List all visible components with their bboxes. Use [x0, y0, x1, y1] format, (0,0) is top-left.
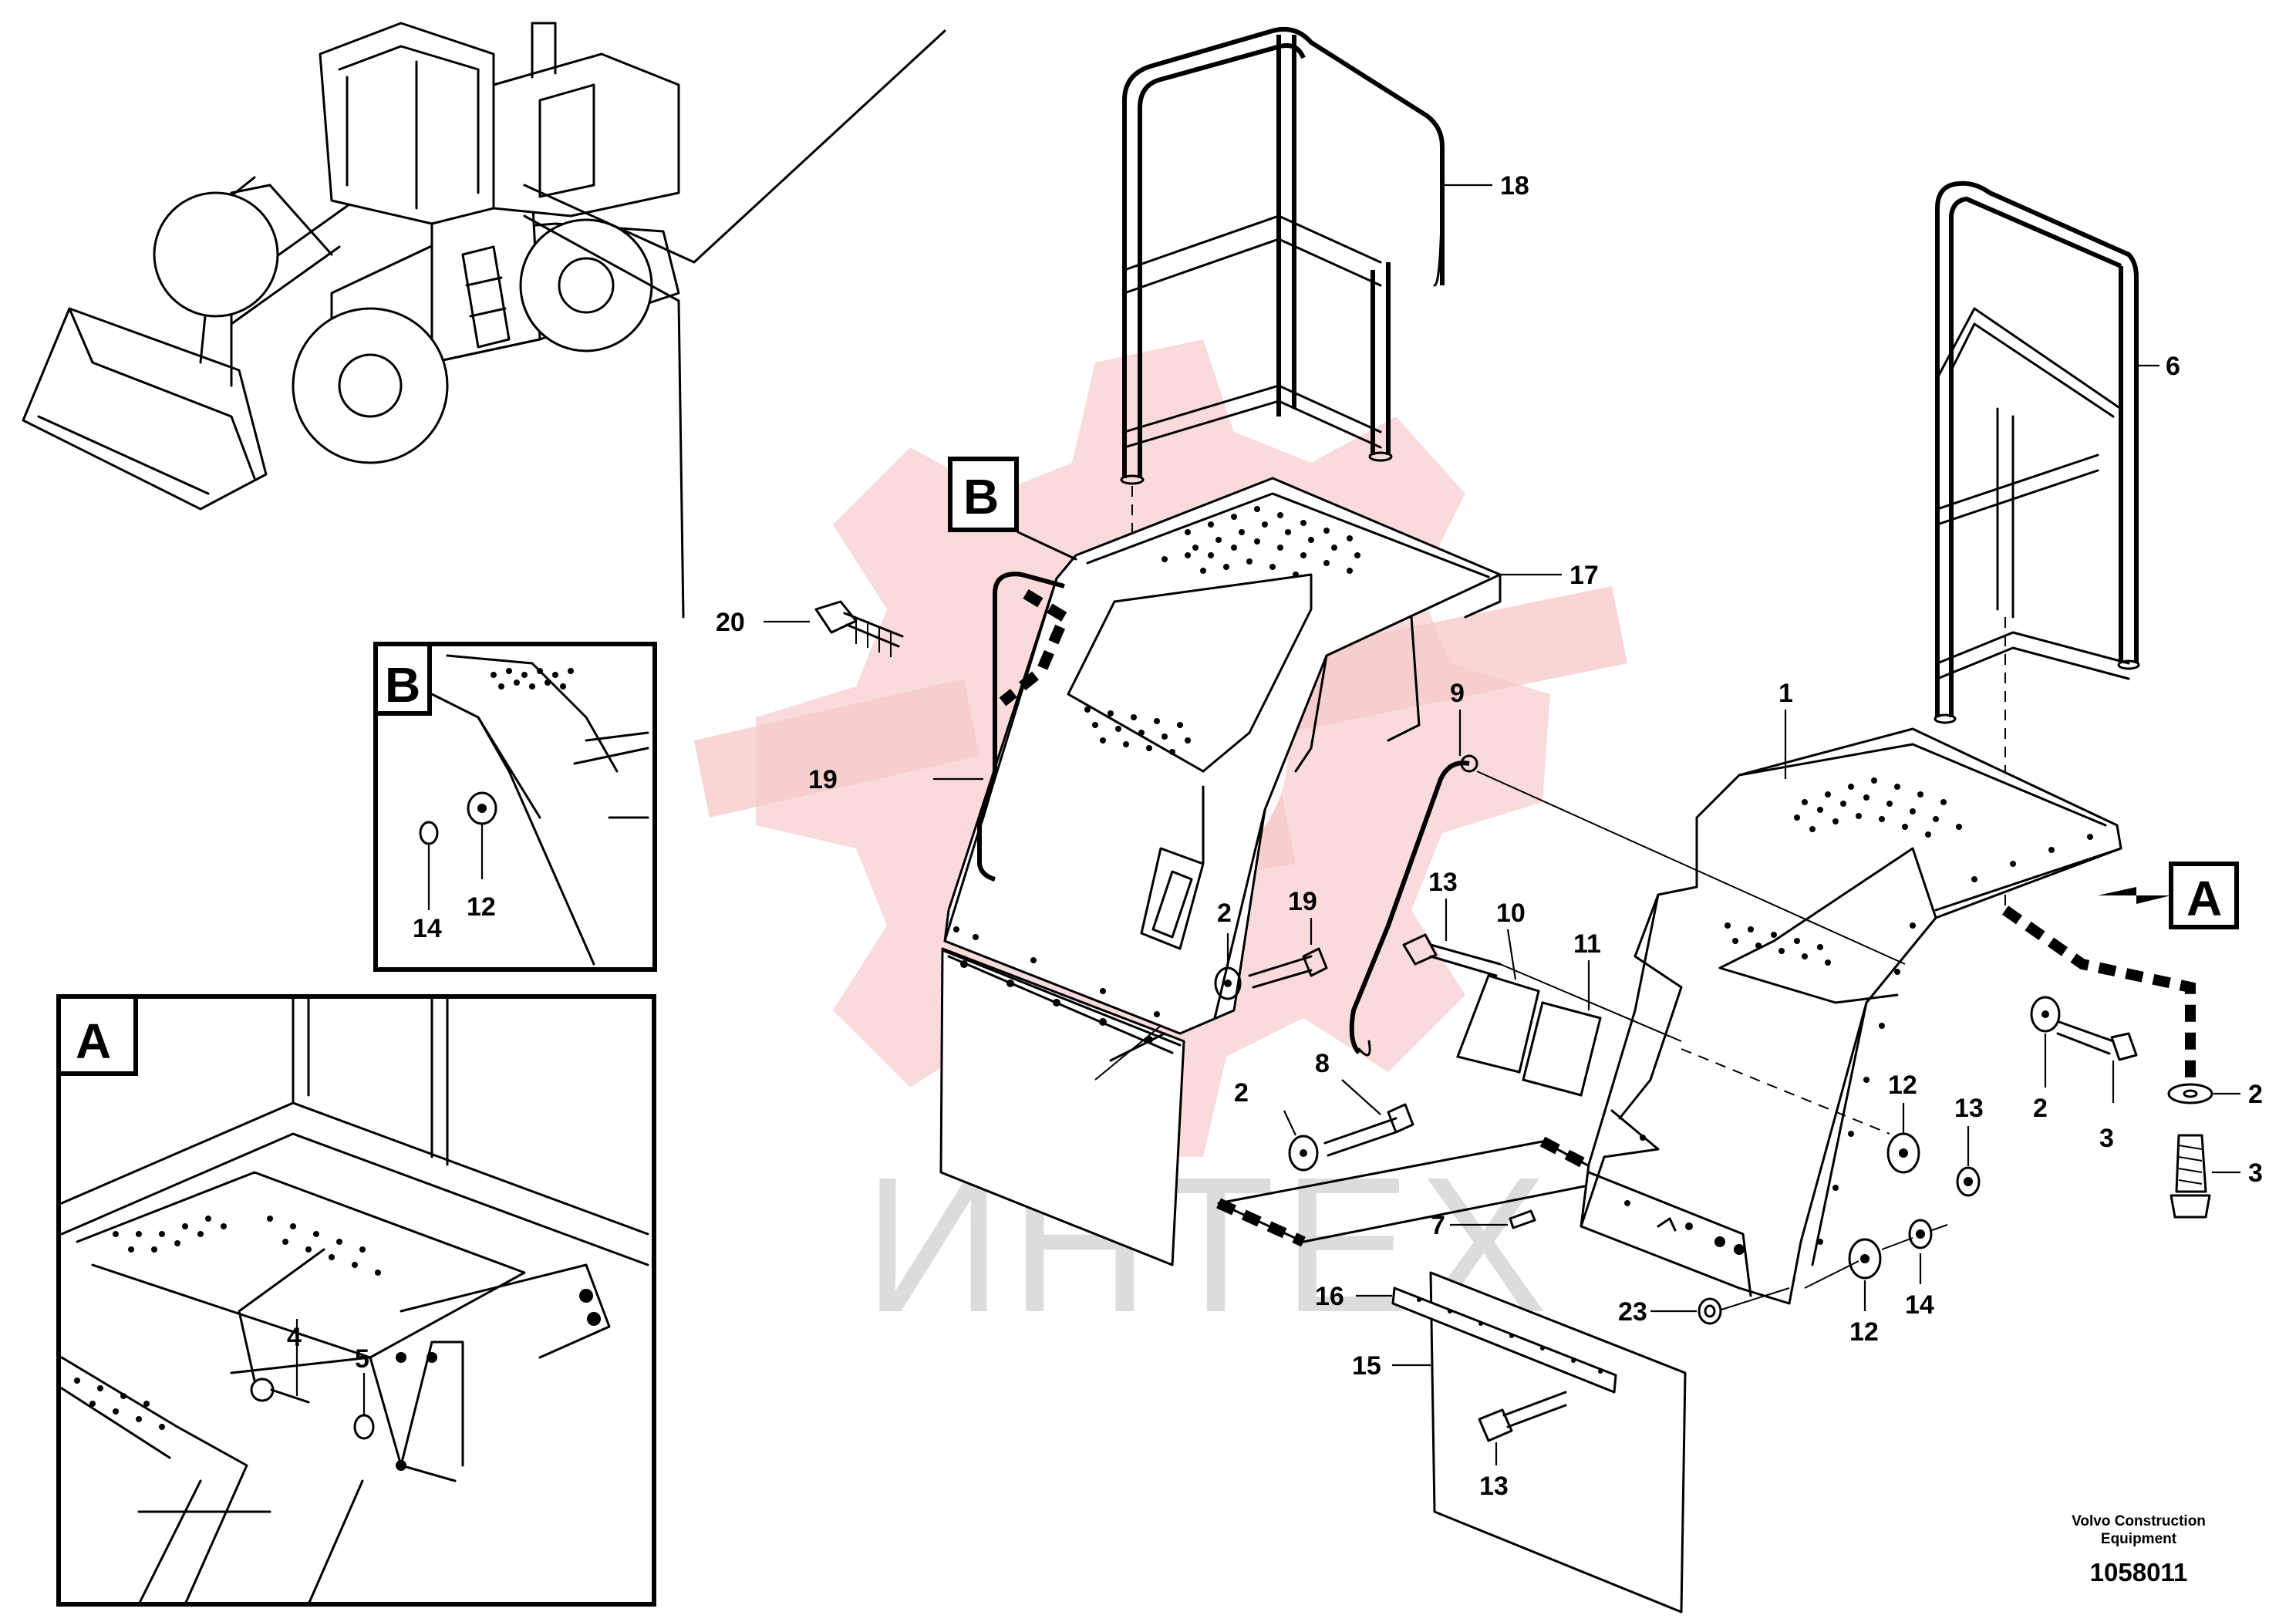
view-marker-b: B	[948, 457, 1077, 561]
step-assembly-part-1	[1580, 727, 2122, 1305]
callout-2-b: 2	[1234, 1078, 1249, 1108]
callout-19: 19	[1288, 887, 1317, 916]
washer-part-23	[1698, 1297, 1722, 1325]
plate-part-11	[1522, 1001, 1602, 1097]
svg-text:B: B	[963, 469, 999, 524]
callout-11: 11	[1573, 929, 1601, 959]
callout-2-d: 2	[2248, 1080, 2263, 1109]
loader-pointer-line	[523, 29, 946, 264]
callout-3-a: 3	[2099, 1124, 2114, 1153]
grab-handle-part-20	[977, 572, 1071, 882]
guide-line-9	[1476, 771, 1906, 965]
railing-part-6	[1934, 180, 2140, 910]
footer-drawing-number: 1058011	[2090, 1558, 2188, 1587]
callout-12-b: 12	[1849, 1317, 1879, 1347]
callout-12-inset: 12	[467, 892, 496, 922]
mud-flap-part-15	[1429, 1271, 1687, 1614]
callout-13-a: 13	[1428, 868, 1458, 897]
callout-18: 18	[1500, 171, 1529, 201]
callout-3-b: 3	[2248, 1158, 2263, 1188]
guide-line-13	[1499, 963, 1682, 1042]
footer-company-line2: Equipment	[2101, 1531, 2177, 1547]
callout-4: 4	[287, 1323, 302, 1352]
callout-17: 17	[1569, 561, 1599, 590]
wheel-loader-illustration	[22, 22, 680, 511]
detail-inset-a: A 4 5	[56, 994, 656, 1607]
inset-a-label: A	[76, 1013, 111, 1069]
callout-10: 10	[1496, 899, 1526, 928]
callout-22: 14	[413, 914, 442, 943]
strip-part-16	[1391, 1286, 1617, 1394]
washer-bolt-19	[1214, 947, 1328, 1000]
callout-6: 6	[2166, 352, 2180, 381]
inset-b-label: B	[385, 657, 420, 713]
grab-handle-part-9	[1349, 754, 1478, 1057]
callout-14-a: 13	[1954, 1094, 1984, 1123]
detail-inset-b: B 14 12	[373, 642, 657, 972]
bolt-part-13-upper	[1402, 933, 1502, 977]
plate-part-10	[1455, 974, 1540, 1074]
view-marker-a: A	[2001, 862, 2239, 1080]
bolt-part-13-lower	[1478, 1391, 1567, 1442]
bolt-part-21	[814, 600, 904, 657]
callout-1: 1	[1778, 679, 1793, 708]
washer-nut-12-14-lower	[1804, 1219, 1948, 1289]
callout-20: 19	[808, 765, 838, 794]
washer-bolt-3-right	[2167, 1083, 2213, 1219]
callout-21: 20	[716, 608, 745, 637]
callout-14-b: 14	[1905, 1290, 1934, 1320]
step-assembly-part-17	[943, 477, 1502, 1035]
callout-16: 16	[1315, 1282, 1344, 1311]
callout-2-c: 2	[2033, 1094, 2048, 1123]
callout-2-a: 2	[1217, 899, 1232, 928]
callout-7: 7	[1431, 1211, 1445, 1240]
callout-13-b: 13	[1479, 1472, 1509, 1501]
callout-9: 9	[1450, 679, 1465, 708]
mud-flap-left	[939, 947, 1185, 1266]
callout-15: 15	[1352, 1351, 1381, 1381]
callout-23: 23	[1618, 1297, 1647, 1327]
washer-bolt-3-mid	[2030, 996, 2138, 1061]
footer-company: Volvo Construction	[2072, 1513, 2206, 1529]
washer-bolt-8	[1288, 1103, 1414, 1172]
loader-pointer-line-lower	[677, 299, 685, 619]
callout-8: 8	[1315, 1049, 1330, 1078]
washer-nut-12-14-upper	[1886, 1132, 1981, 1197]
svg-text:A: A	[2186, 871, 2222, 926]
callout-12-a: 12	[1888, 1071, 1917, 1100]
callout-5: 5	[355, 1344, 369, 1374]
railing-part-18	[1120, 26, 1445, 540]
pin-part-7	[1509, 1209, 1536, 1229]
